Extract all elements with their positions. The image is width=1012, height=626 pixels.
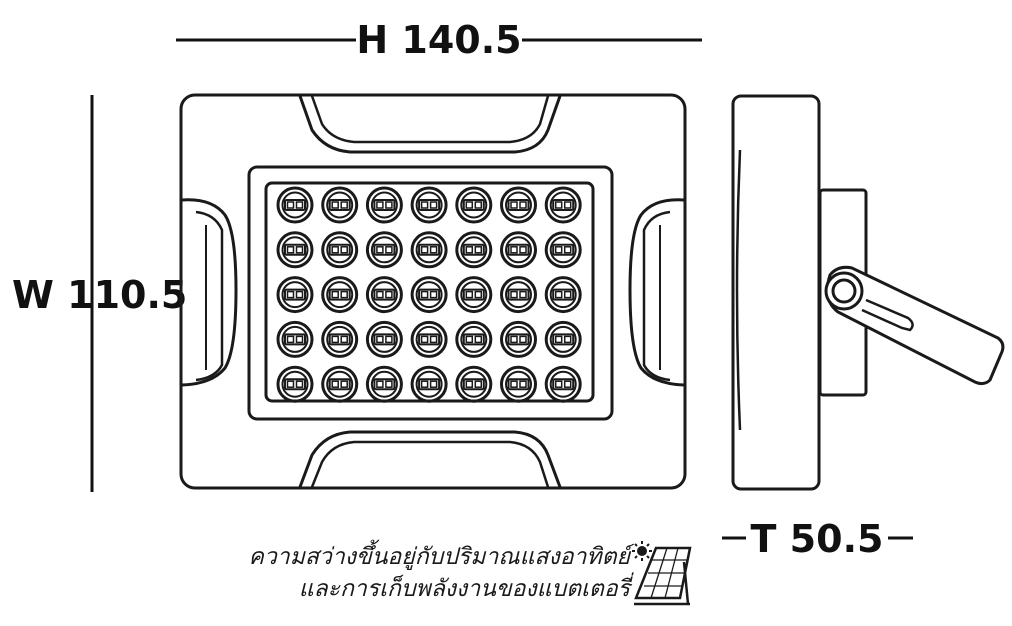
led-chip [410, 365, 448, 403]
right-fin [628, 198, 685, 387]
housing-outline [179, 93, 687, 490]
led-chip [455, 276, 493, 314]
height-label: H 140.5 [356, 18, 521, 62]
led-chip [321, 186, 359, 224]
led-chip [321, 320, 359, 358]
led-chip [500, 320, 537, 358]
led-chip [276, 276, 314, 314]
thickness-dimension: T 50.5 [722, 517, 913, 561]
led-chip [321, 276, 359, 314]
led-chip [544, 231, 582, 269]
led-chip [500, 231, 537, 269]
thickness-label: T 50.5 [751, 517, 884, 561]
led-chip [321, 365, 359, 403]
led-chip [276, 365, 314, 403]
led-panel-outer [247, 165, 614, 421]
led-chip [365, 276, 403, 314]
led-chip [500, 186, 537, 224]
left-fin [181, 198, 238, 387]
front-view [179, 93, 687, 490]
bottom-handle [298, 430, 562, 488]
led-chip [410, 186, 448, 224]
solar-caption: ความสว่างขึ้นอยู่กับปริมาณแสงอาทิตย์ และ… [150, 541, 631, 605]
led-chip [365, 231, 403, 269]
led-chip [455, 186, 493, 224]
led-chip [410, 276, 448, 314]
width-label: W 110.5 [12, 273, 187, 317]
caption-line-1: ความสว่างขึ้นอยู่กับปริมาณแสงอาทิตย์ [248, 544, 631, 570]
led-chip [544, 276, 582, 314]
led-chip [365, 186, 403, 224]
led-chip [410, 320, 448, 358]
led-chip [544, 186, 582, 224]
led-chip [276, 320, 314, 358]
width-dimension: W 110.5 [12, 95, 187, 492]
led-chip [500, 276, 537, 314]
led-grid [276, 186, 582, 403]
led-chip [455, 231, 493, 269]
led-chip [365, 365, 403, 403]
top-handle [298, 95, 562, 154]
led-chip [365, 320, 403, 358]
led-chip [410, 231, 448, 269]
height-dimension: H 140.5 [176, 18, 702, 62]
led-chip [276, 186, 314, 224]
led-chip [500, 365, 537, 403]
led-chip [455, 320, 493, 358]
caption-line-2: และการเก็บพลังงานของแบตเตอรี่ [298, 576, 630, 602]
led-chip [544, 365, 582, 403]
solar-panel-icon [634, 546, 692, 606]
side-body [731, 94, 821, 491]
led-chip [276, 231, 314, 269]
side-view [731, 94, 1005, 491]
led-chip [455, 365, 493, 403]
sun-icon [632, 541, 652, 561]
led-chip [544, 320, 582, 358]
bracket-arm [824, 265, 1005, 386]
led-chip [321, 231, 359, 269]
